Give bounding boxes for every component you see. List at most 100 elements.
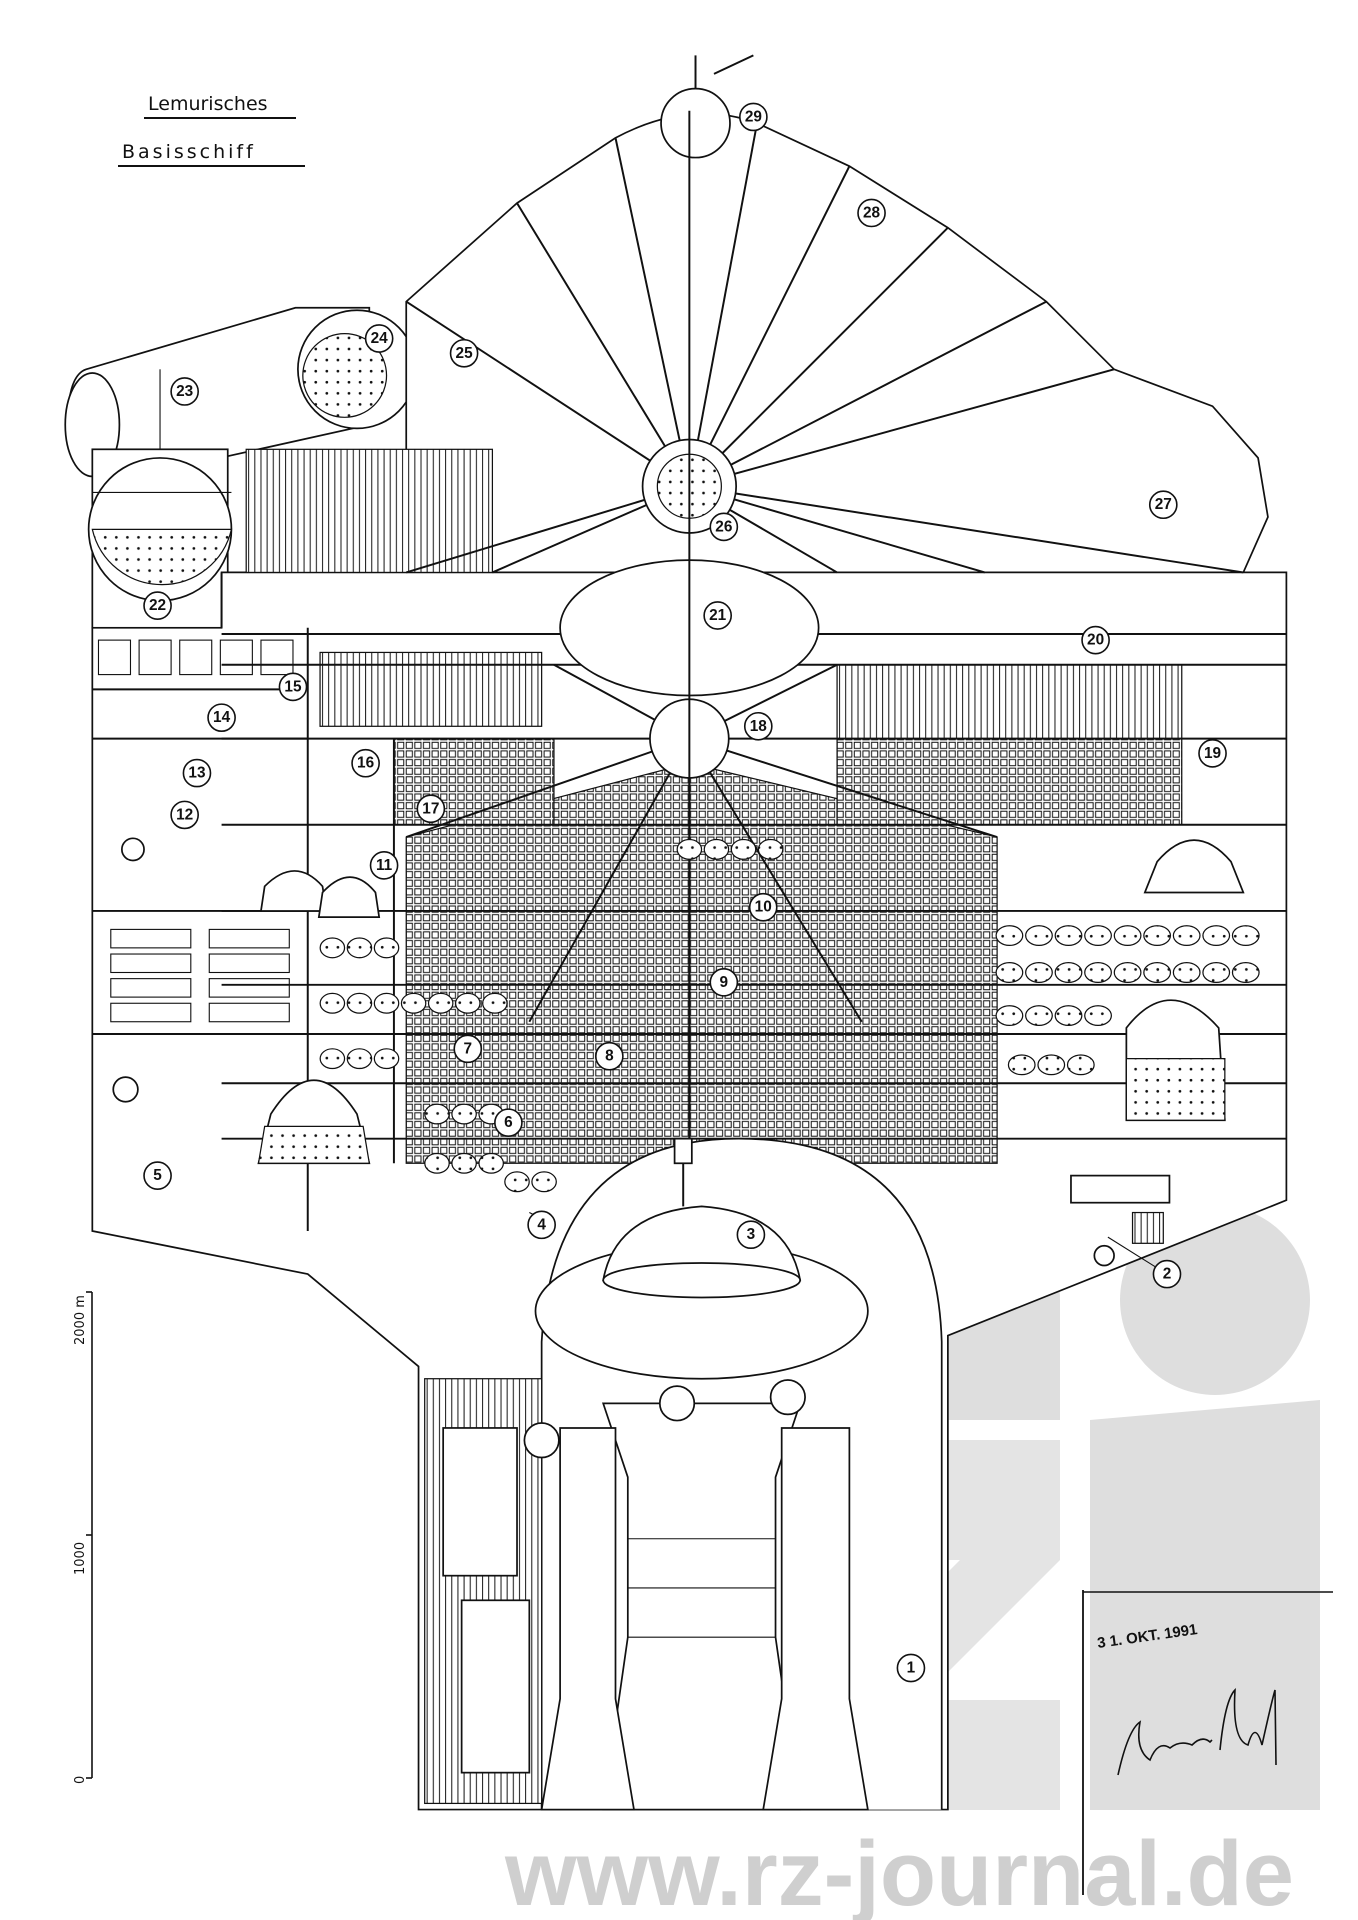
callout-circle xyxy=(182,758,212,788)
callout-circle xyxy=(857,198,886,228)
callout-circle xyxy=(1152,1259,1182,1289)
callout-circle xyxy=(1198,739,1227,768)
callout-25: 25 xyxy=(449,338,479,368)
callout-13: 13 xyxy=(182,758,212,788)
spoke xyxy=(528,738,691,1023)
vehicle xyxy=(1007,1054,1036,1076)
vehicle xyxy=(346,1048,373,1070)
callout-9: 9 xyxy=(709,967,739,997)
panel xyxy=(110,953,192,974)
callout-number: 7 xyxy=(463,1040,472,1057)
vehicle xyxy=(451,1103,477,1125)
hatch-wheel xyxy=(121,837,145,862)
panel xyxy=(260,639,294,676)
callout-number: 17 xyxy=(422,800,439,817)
panel xyxy=(110,978,192,998)
callout-number: 3 xyxy=(747,1226,756,1243)
callout-circle xyxy=(453,1034,483,1064)
scale-bar: 2000 m 1000 0 xyxy=(73,1291,93,1784)
spoke xyxy=(689,485,1244,574)
spoke xyxy=(688,165,851,487)
callout-circle xyxy=(743,711,773,741)
callout-27: 27 xyxy=(1148,490,1178,520)
callout-number: 29 xyxy=(745,108,762,125)
callout-circle xyxy=(170,377,199,406)
vehicle xyxy=(1025,1005,1053,1027)
hatched-core xyxy=(405,762,998,1164)
callout-number: 5 xyxy=(153,1167,162,1184)
callout-circle xyxy=(364,324,394,353)
vehicle xyxy=(373,1048,400,1070)
vehicle xyxy=(730,838,757,860)
callout-number: 19 xyxy=(1204,745,1221,762)
vehicle xyxy=(373,992,400,1014)
title-line-2: Basisschiff xyxy=(122,141,256,163)
spoke xyxy=(688,300,1047,488)
callout-number: 24 xyxy=(371,330,389,347)
callout-number: 22 xyxy=(149,597,166,614)
vehicle xyxy=(757,838,784,860)
callout-circle xyxy=(703,601,733,630)
callout-4: 4 xyxy=(527,1210,556,1240)
callout-circle xyxy=(736,1220,766,1250)
callout-number: 6 xyxy=(504,1114,513,1131)
panel xyxy=(208,978,290,998)
callout-number: 10 xyxy=(755,899,772,916)
callout-circle xyxy=(709,512,739,542)
vehicle xyxy=(1172,962,1201,983)
hatch-wheel xyxy=(112,1076,139,1103)
callout-number: 9 xyxy=(720,974,729,991)
callout-19: 19 xyxy=(1198,739,1227,768)
callout-5: 5 xyxy=(143,1161,172,1190)
panel xyxy=(179,639,213,676)
callout-number: 27 xyxy=(1155,496,1172,513)
vehicle xyxy=(346,937,373,959)
drawing-title: Lemurisches Basisschiff xyxy=(118,93,305,167)
callout-28: 28 xyxy=(857,198,886,228)
spoke xyxy=(516,202,691,487)
left-compartments xyxy=(97,639,294,1103)
callout-29: 29 xyxy=(739,102,768,132)
callout-number: 25 xyxy=(456,345,474,362)
callout-number: 1 xyxy=(907,1660,916,1677)
callout-circle xyxy=(351,748,380,778)
callout-number: 11 xyxy=(376,857,393,874)
panel xyxy=(97,639,132,676)
panel xyxy=(219,639,253,676)
vehicle xyxy=(427,992,454,1014)
spoke xyxy=(689,485,986,574)
callout-21: 21 xyxy=(703,601,733,630)
callout-20: 20 xyxy=(1081,625,1110,655)
callout-number: 4 xyxy=(537,1216,546,1233)
vehicle xyxy=(1143,962,1172,983)
vehicle xyxy=(319,937,346,959)
panel xyxy=(208,1002,290,1023)
vehicle xyxy=(478,1152,504,1174)
callout-number: 21 xyxy=(709,607,727,624)
vehicle xyxy=(1202,962,1231,983)
callout-number: 26 xyxy=(715,518,732,535)
callout-circle xyxy=(170,800,199,830)
central-saucer xyxy=(534,1137,869,1380)
vehicle xyxy=(454,992,481,1014)
spoke xyxy=(689,737,998,839)
panel xyxy=(208,953,290,974)
callout-circle xyxy=(739,102,768,132)
engine-stacks xyxy=(523,1379,869,1811)
vehicle xyxy=(1202,925,1231,947)
callout-16: 16 xyxy=(351,748,380,778)
callout-23: 23 xyxy=(170,377,199,406)
callout-22: 22 xyxy=(143,591,172,620)
scale-label-0: 0 xyxy=(73,1776,88,1784)
vehicle xyxy=(1037,1054,1066,1076)
vehicle xyxy=(1172,925,1201,947)
callout-8: 8 xyxy=(595,1041,624,1071)
callout-6: 6 xyxy=(494,1108,523,1138)
callout-26: 26 xyxy=(709,512,739,542)
callout-10: 10 xyxy=(748,892,778,922)
vehicle xyxy=(1113,962,1142,983)
callout-number: 23 xyxy=(176,383,193,400)
vehicle xyxy=(531,1171,557,1193)
